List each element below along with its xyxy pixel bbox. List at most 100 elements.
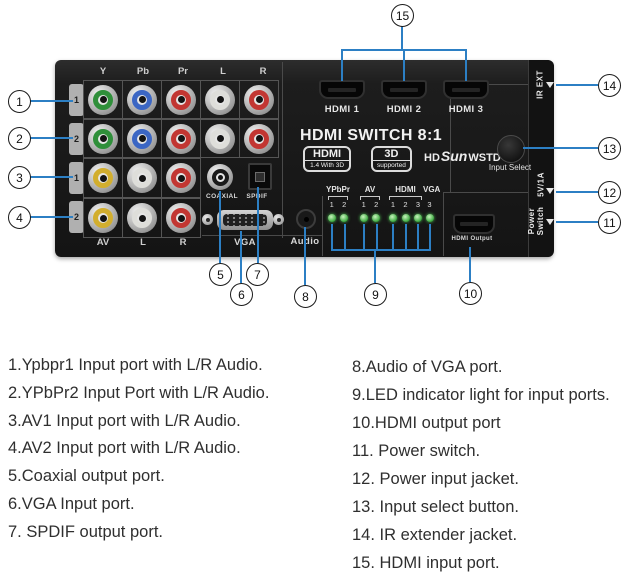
power-input-arrow-icon (546, 188, 554, 194)
column-header: Pb (136, 66, 150, 77)
callout-1: 1 (8, 90, 31, 113)
callout-line-6 (240, 231, 242, 283)
ir-ext-label: IR EXT (535, 70, 545, 99)
led-stub (376, 224, 378, 250)
legend-left-column: 1.Ypbpr1 Input port with L/R Audio. 2.YPb… (8, 352, 269, 547)
callout-line-15-drop3 (465, 49, 467, 81)
coaxial-port (207, 164, 233, 190)
power-switch-arrow-icon (546, 219, 554, 225)
callout-line-14 (556, 84, 598, 86)
callout-9: 9 (364, 283, 387, 306)
legend-item: 13. Input select button. (352, 498, 519, 516)
led-group-label: YPbPr (325, 185, 350, 194)
callout-line-12 (556, 191, 598, 193)
callout-line-9-collector (331, 249, 431, 251)
led-stub (417, 224, 419, 250)
rca-jack (83, 80, 123, 119)
legend-item: 10.HDMI output port (352, 414, 501, 432)
legend-item: 12. Power input jacket. (352, 470, 519, 488)
callout-4: 4 (8, 206, 31, 229)
led-bracket (389, 196, 422, 200)
bottom-label: AV (96, 237, 110, 248)
legend-item: 8.Audio of VGA port. (352, 358, 503, 376)
vga-screw-left (202, 214, 213, 225)
led-light-icon (359, 214, 368, 222)
callout-line-1 (30, 100, 73, 102)
legend-item: 7. SPDIF output port. (8, 522, 163, 541)
legend-item: 5.Coaxial output port. (8, 467, 165, 486)
hdmi-port-label: HDMI 1 (324, 104, 360, 115)
panel-seam (202, 235, 322, 236)
callout-10: 10 (459, 282, 482, 305)
led-light-icon (372, 214, 381, 222)
rca-jack (161, 198, 201, 238)
hdmi-input-ports: HDMI 1 HDMI 2 HDMI 3 (311, 80, 497, 115)
panel-seam (282, 62, 283, 238)
rca-row-ypbpr2 (83, 119, 279, 158)
rca-jack (161, 80, 201, 119)
rca-jack (239, 80, 279, 119)
hdmi14-badge-bottom: 1.4 With 3D (310, 162, 345, 169)
led-indicator: 2 (338, 200, 351, 222)
led-light-icon (401, 214, 410, 222)
ir-ext-arrow-icon (546, 82, 554, 88)
hdmi-input-port: HDMI 1 (311, 80, 373, 115)
brand-suffix: WSTD (468, 152, 501, 164)
panel-seam (322, 196, 323, 256)
legend-item: 1.Ypbpr1 Input port with L/R Audio. (8, 356, 263, 374)
led-stub (405, 224, 407, 250)
callout-line-13 (523, 147, 598, 149)
rca-jack (83, 158, 123, 198)
hdmi-port-label: HDMI 2 (386, 104, 422, 115)
panel-seam (450, 84, 528, 85)
power-switch-line1: Power (527, 207, 536, 235)
callout-line-10 (469, 247, 471, 282)
legend-right-column: 8.Audio of VGA port.9.LED indicator ligh… (352, 353, 610, 577)
led-group-label: HDMI (395, 185, 416, 194)
audio-port (296, 209, 316, 229)
callout-8: 8 (294, 285, 317, 308)
column-header: Y (99, 66, 107, 77)
3d-badge-bottom: supported (377, 162, 406, 169)
hdmi-output-port (453, 214, 495, 234)
callout-line-3 (30, 176, 73, 178)
legend-item: 2.YPbPr2 Input Port with L/R Audio. (8, 383, 270, 402)
led-indicator: 1 (387, 200, 400, 222)
panel-seam (443, 192, 444, 256)
hdmi-input-port: HDMI 3 (435, 80, 497, 115)
column-header: L (220, 66, 226, 77)
led-stub (392, 224, 394, 250)
led-group-vga: VGA 3 (423, 185, 440, 222)
column-header: Pr (177, 66, 189, 77)
callout-line-4 (30, 216, 73, 218)
callout-12: 12 (598, 181, 621, 204)
brand-script: Sun (440, 148, 468, 164)
device-title: HDMI SWITCH 8:1 (300, 127, 442, 144)
led-indicator: 3 (412, 200, 425, 222)
vga-label: VGA (234, 237, 256, 248)
rca-jack (122, 158, 162, 198)
legend-item: 15. HDMI input port. (352, 554, 500, 572)
callout-14: 14 (598, 74, 621, 97)
led-indicator: 2 (370, 200, 383, 222)
callout-line-9-stem (374, 249, 376, 283)
callout-line-7 (257, 187, 259, 263)
led-indicator: 1 (326, 200, 339, 222)
brand-logo: HDSunWSTD (424, 148, 501, 164)
bottom-label: R (179, 237, 187, 248)
row-tab: 1 (69, 84, 84, 116)
hdmi-connector-icon (319, 80, 365, 99)
rca-jack (200, 119, 240, 158)
led-indicator: 1 (358, 200, 371, 222)
row-tab: 1 (69, 162, 84, 194)
led-group-label: AV (364, 185, 376, 194)
rca-jack (122, 198, 162, 238)
led-stub (331, 224, 333, 250)
hdmi-port-label: HDMI 3 (448, 104, 484, 115)
led-light-icon (425, 214, 434, 222)
vga-screw-right (273, 214, 284, 225)
hdmi-output-label: HDMI Output (451, 236, 493, 242)
